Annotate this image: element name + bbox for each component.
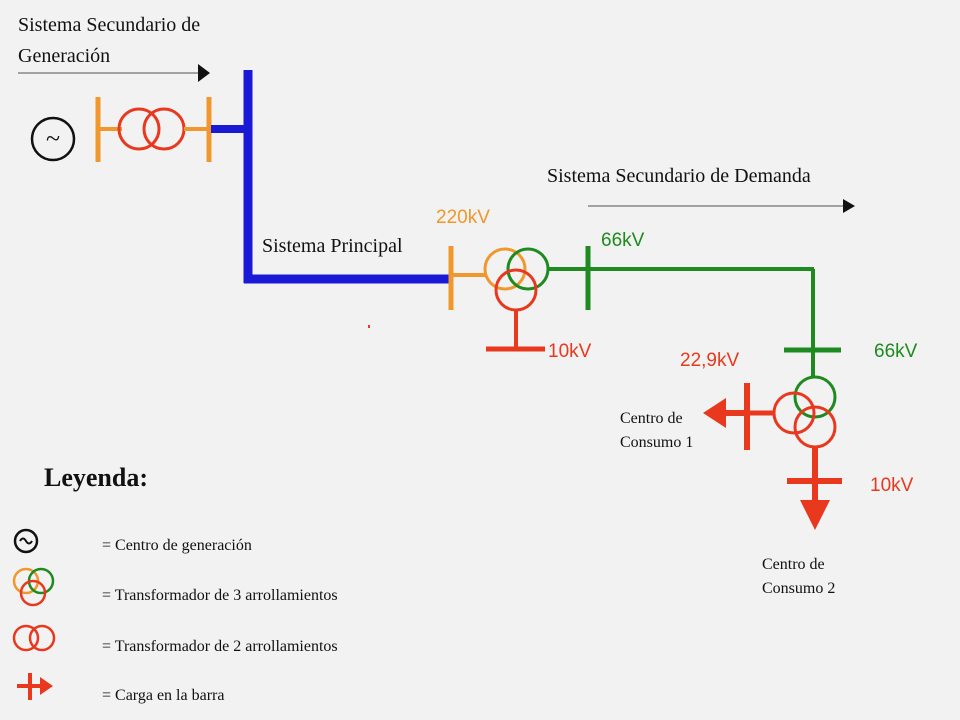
- legend-2w-right-coil: [28, 624, 56, 652]
- label-66kv-right: 66kV: [874, 341, 918, 362]
- transformer-3w-mid-orange-coil: [483, 247, 527, 291]
- generacion-arrow-head: [198, 64, 210, 82]
- generator-icon: [30, 116, 76, 162]
- label-10kv-top: 10kV: [548, 341, 592, 362]
- transformer-2w-right-coil: [142, 107, 186, 151]
- legend-3w-red-coil: [19, 579, 47, 607]
- legend-load-arrow-icon: [40, 677, 53, 695]
- demanda-arrow-head: [843, 199, 855, 213]
- load-2-arrow-icon: [800, 500, 830, 530]
- title-generacion-line2: Generación: [18, 45, 110, 67]
- legend-item-3-arrollamientos: = Transformador de 3 arrollamientos: [102, 587, 338, 604]
- label-consumo2-line1: Centro de: [762, 556, 825, 573]
- load-1-arrow-icon: [703, 398, 726, 428]
- legend-generator-icon: [13, 528, 39, 554]
- label-consumo1-line1: Centro de: [620, 410, 683, 427]
- generator-symbol: ~: [46, 124, 60, 153]
- label-consumo1-line2: Consumo 1: [620, 434, 693, 451]
- legend-item-carga: = Carga en la barra: [102, 687, 224, 704]
- title-demanda: Sistema Secundario de Demanda: [547, 165, 811, 187]
- legend-item-2-arrollamientos: = Transformador de 2 arrollamientos: [102, 638, 338, 655]
- legend-item-generacion: = Centro de generación: [102, 537, 252, 554]
- transformer-2w-left-coil: [117, 107, 161, 151]
- stray-mark: [368, 325, 370, 328]
- label-10kv-bottom: 10kV: [870, 475, 914, 496]
- label-220kv: 220kV: [436, 207, 490, 228]
- title-principal: Sistema Principal: [262, 235, 403, 257]
- legend-generator-tilde: [19, 537, 33, 545]
- legend-title: Leyenda:: [44, 463, 148, 492]
- label-consumo2-line2: Consumo 2: [762, 580, 835, 597]
- title-generacion-line1: Sistema Secundario de: [18, 14, 200, 36]
- label-22-9kv: 22,9kV: [680, 350, 739, 371]
- label-66kv-top: 66kV: [601, 230, 645, 251]
- legend-2w-left-coil: [12, 624, 40, 652]
